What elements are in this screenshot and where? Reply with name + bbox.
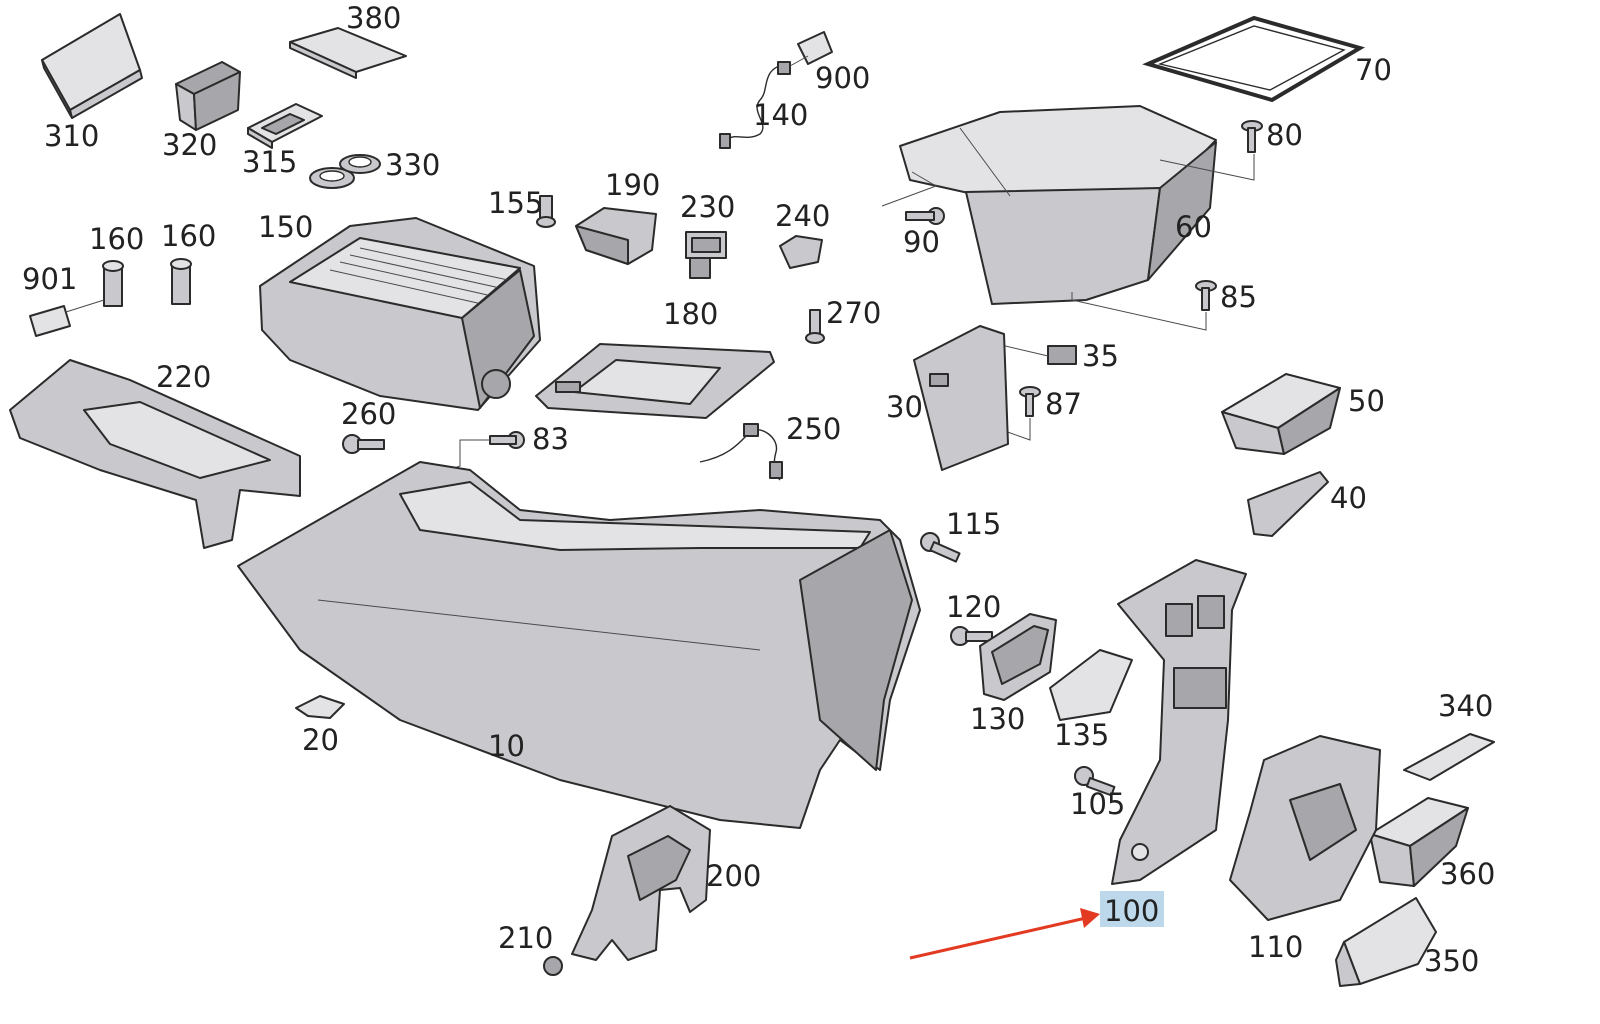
part-210-nut — [543, 956, 563, 976]
part-350-bin — [1335, 897, 1437, 987]
label-160-b: 160 — [161, 219, 216, 253]
label-120: 120 — [946, 590, 1001, 624]
label-380: 380 — [346, 1, 401, 35]
part-100-rear-panel — [1111, 559, 1247, 885]
label-320: 320 — [162, 128, 217, 162]
part-150-module — [259, 217, 541, 411]
label-115: 115 — [946, 507, 1001, 541]
label-310: 310 — [44, 119, 99, 153]
label-90: 90 — [903, 225, 940, 259]
label-350: 350 — [1424, 944, 1479, 978]
part-220-duct — [9, 359, 301, 549]
label-100: 100 — [1104, 894, 1159, 928]
label-105: 105 — [1070, 787, 1125, 821]
part-135-insert — [1049, 649, 1133, 721]
screw-85 — [1071, 280, 1217, 331]
label-901: 901 — [22, 262, 77, 296]
part-380-pad — [289, 27, 407, 79]
part-160-socket-a — [102, 260, 124, 307]
part-110-rear-module — [1229, 735, 1381, 921]
highlight-100 — [1100, 891, 1164, 927]
screw-115 — [920, 532, 961, 563]
screw-80 — [1159, 120, 1263, 181]
screw-90 — [881, 171, 945, 225]
part-360-tray — [1369, 797, 1469, 887]
screw-260 — [342, 434, 385, 454]
label-900: 900 — [815, 61, 870, 95]
label-250: 250 — [786, 412, 841, 446]
label-85: 85 — [1220, 280, 1257, 314]
label-40: 40 — [1330, 481, 1367, 515]
label-80: 80 — [1266, 118, 1303, 152]
label-110: 110 — [1248, 930, 1303, 964]
label-240: 240 — [775, 199, 830, 233]
part-60-armrest — [899, 105, 1217, 305]
screw-83 — [419, 431, 525, 481]
part-240-clip — [779, 235, 823, 269]
screw-155 — [536, 195, 556, 228]
part-70-seal — [1142, 15, 1366, 103]
label-60: 60 — [1175, 210, 1212, 244]
label-135: 135 — [1054, 718, 1109, 752]
part-901-sticker — [29, 299, 105, 337]
part-310-lid — [41, 13, 143, 119]
screw-270 — [805, 309, 825, 344]
part-320-box — [175, 61, 241, 131]
label-315: 315 — [242, 145, 297, 179]
part-labels: 310 380 320 315 330 900 140 70 80 155 19… — [22, 1, 1495, 978]
part-140-cable — [719, 55, 809, 149]
part-315-tray — [247, 103, 323, 149]
screw-105 — [1074, 766, 1116, 797]
label-30: 30 — [886, 390, 923, 424]
part-190-bracket — [575, 207, 657, 265]
part-10-console — [237, 461, 921, 829]
label-150: 150 — [258, 210, 313, 244]
label-330: 330 — [385, 148, 440, 182]
label-160-a: 160 — [89, 222, 144, 256]
label-140: 140 — [753, 98, 808, 132]
screw-87 — [1001, 386, 1041, 441]
label-87: 87 — [1045, 387, 1082, 421]
label-230: 230 — [680, 190, 735, 224]
red-arrow — [909, 908, 1100, 960]
part-40-clip — [1247, 471, 1329, 537]
part-160-socket-b — [170, 258, 192, 305]
label-360: 360 — [1440, 857, 1495, 891]
part-250-cable — [699, 423, 783, 481]
part-20-clip — [295, 695, 345, 719]
part-340-cover — [1403, 733, 1495, 781]
label-340: 340 — [1438, 689, 1493, 723]
label-220: 220 — [156, 360, 211, 394]
label-200: 200 — [706, 859, 761, 893]
label-35: 35 — [1082, 339, 1119, 373]
part-230-switch — [685, 231, 727, 279]
label-180: 180 — [663, 297, 718, 331]
screw-120 — [950, 626, 993, 646]
label-50: 50 — [1348, 384, 1385, 418]
label-260: 260 — [341, 397, 396, 431]
label-10: 10 — [488, 729, 525, 763]
part-180-bezel — [535, 343, 775, 419]
label-190: 190 — [605, 168, 660, 202]
label-130: 130 — [970, 702, 1025, 736]
label-155: 155 — [488, 186, 543, 220]
label-70: 70 — [1355, 53, 1392, 87]
part-130-tray — [979, 613, 1057, 701]
part-30-trim — [913, 325, 1009, 471]
part-330-cup-ring — [309, 154, 381, 189]
part-50-tray — [1221, 373, 1341, 455]
label-83: 83 — [532, 422, 569, 456]
label-210: 210 — [498, 921, 553, 955]
label-270: 270 — [826, 296, 881, 330]
label-20: 20 — [302, 723, 339, 757]
part-200-bracket — [571, 805, 711, 961]
